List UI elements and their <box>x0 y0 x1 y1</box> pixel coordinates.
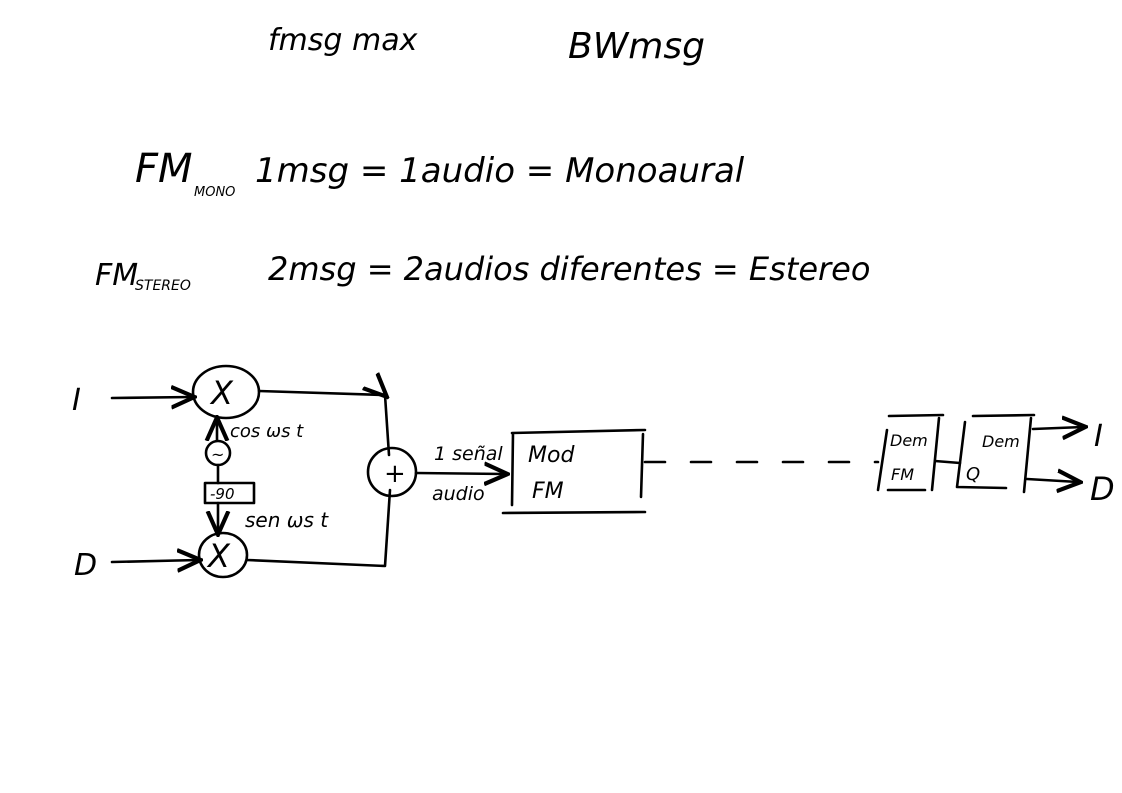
input-d-label: D <box>74 548 97 583</box>
dem-q-box <box>955 413 1036 494</box>
dem-fm-to-dem-q-line <box>933 459 962 465</box>
input-i-label: I <box>72 383 81 418</box>
note-fm-stereo-fm: FM <box>95 258 138 293</box>
sin-label: sen ωs t <box>245 508 329 532</box>
dem-q-line1: Dem <box>982 432 1020 451</box>
note-fm-stereo-text: 2msg = 2audios diferentes = Estereo <box>268 250 870 288</box>
adder-to-mod-arrow <box>414 473 505 474</box>
multiplier-top-symbol: X <box>209 374 234 412</box>
output-d-label: D <box>1090 470 1115 508</box>
adder-symbol: + <box>384 459 406 489</box>
cos-label: cos ωs t <box>230 421 304 442</box>
bottom-to-adder-line <box>245 488 392 568</box>
mod-fm-line1: Mod <box>528 443 575 468</box>
dem-fm-line1: Dem <box>890 431 928 450</box>
note-fmsg-max: fmsg max <box>268 23 418 58</box>
input-i-arrow <box>110 397 192 398</box>
multiplier-bottom-symbol: X <box>206 537 231 575</box>
phase-shift-label: -90 <box>210 485 235 503</box>
note-fm-mono-fm: FM <box>135 146 193 192</box>
dem-q-line2: Q <box>966 464 980 485</box>
top-to-adder-line <box>257 391 389 457</box>
oscillator-symbol: ~ <box>211 445 224 464</box>
note-fm-mono-sub: MONO <box>194 185 235 200</box>
mod-fm-line2: FM <box>532 479 564 504</box>
output-i-arrow <box>1031 427 1083 429</box>
note-bwmsg: BWmsg <box>568 26 705 67</box>
output-d-arrow <box>1025 479 1078 482</box>
note-fm-stereo-sub: STEREO <box>135 278 191 294</box>
mod-fm-box <box>501 428 647 515</box>
note-fm-mono-text: 1msg = 1audio = Monoaural <box>255 151 745 191</box>
signal-label-bottom: audio <box>432 483 485 505</box>
phase-shift-box <box>203 481 256 505</box>
dem-fm-line2: FM <box>891 465 914 484</box>
dem-fm-box <box>876 413 945 492</box>
output-i-label: I <box>1094 419 1103 454</box>
signal-label-top: 1 señal <box>434 443 503 465</box>
input-d-arrow <box>110 560 198 562</box>
